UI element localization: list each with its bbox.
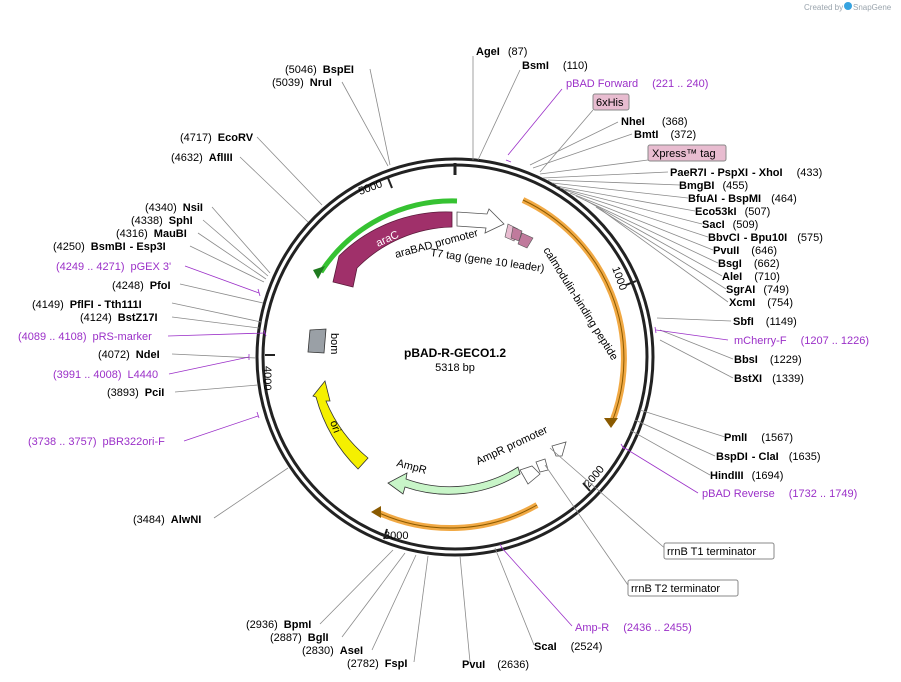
primer-ampr: Amp-R(2436 .. 2455)	[575, 622, 692, 634]
orange-arrow-right-head	[604, 418, 618, 428]
tick-1000	[625, 280, 637, 286]
ori-label: ori	[327, 419, 342, 435]
site-bbvci: BbvCI- Bpu10I(575)	[708, 232, 823, 244]
primer-pbadrev: pBAD Reverse(1732 .. 1749)	[702, 488, 857, 500]
site-bbsi: BbsI(1229)	[734, 354, 802, 366]
ampr-feature	[387, 466, 521, 495]
t7-tag-label: T7 tag (gene 10 leader)	[430, 247, 546, 275]
rrnb-t2-label: rrnB T2 terminator	[631, 583, 720, 595]
site-pcii: (3893)PciI	[107, 387, 164, 399]
site-asei: (2830)AseI	[302, 645, 363, 657]
credit-text: Created by	[804, 3, 843, 12]
site-pvuii: PvuII(646)	[713, 245, 777, 257]
tick-5000	[387, 177, 393, 189]
ruler-3000: 3000	[384, 530, 408, 542]
orange-arrow-bottom-head	[371, 506, 381, 518]
site-ndei: (4072)NdeI	[98, 349, 160, 361]
primer-mark-pbadrev	[620, 443, 625, 450]
arac-feature	[332, 211, 453, 288]
site-nsii: (4340)NsiI	[145, 202, 203, 214]
snapgene-logo-icon	[844, 2, 852, 10]
site-xcmi: XcmI(754)	[729, 297, 793, 309]
site-bsgi: BsgI(662)	[718, 258, 780, 270]
site-bsmi: BsmI(110)	[522, 60, 588, 72]
plasmid-size: 5318 bp	[435, 362, 475, 374]
credit-brand: SnapGene	[853, 3, 892, 12]
site-agei: AgeI(87)	[476, 46, 527, 58]
ampr-label: AmpR	[395, 457, 428, 477]
calmodulin-label: calmodulin-binding peptide	[540, 245, 620, 362]
primer-pbr322: (3738 .. 3757)pBR322ori-F	[28, 436, 165, 448]
primer-pbadfwd: pBAD Forward(221 .. 240)	[566, 78, 708, 90]
primer-mark-pbr322	[256, 411, 260, 419]
site-eco53ki: Eco53kI(507)	[695, 206, 770, 218]
his-box	[592, 93, 630, 111]
site-saci: SacI(509)	[702, 219, 758, 231]
plasmid-name: pBAD-R-GECO1.2	[404, 346, 506, 360]
site-bspei: (5046)BspEI	[285, 64, 354, 76]
site-hindiii: HindIII(1694)	[710, 470, 783, 482]
site-bgli: (2887)BglI	[270, 632, 329, 644]
site-alei: AleI(710)	[722, 271, 780, 283]
site-sphi: (4338)SphI	[131, 215, 193, 227]
site-afliii: (4632)AflIII	[171, 152, 233, 164]
site-nrui: (5039)NruI	[272, 77, 332, 89]
tick-3000	[383, 528, 388, 540]
site-paer7i: PaeR7I- PspXI- XhoI(433)	[670, 167, 822, 179]
primer-prs: (4089 .. 4108)pRS-marker	[18, 331, 152, 343]
bom-label: bom	[328, 333, 340, 354]
site-nhei: NheI(368)	[621, 116, 688, 128]
ruler-4000: 4000	[261, 366, 273, 390]
tick-2000	[582, 482, 591, 492]
his-label: 6xHis	[596, 97, 624, 109]
site-bmgbi: BmgBI(455)	[679, 180, 748, 192]
site-bstxi: BstXI(1339)	[734, 373, 804, 385]
ori-feature	[312, 380, 369, 470]
green-arc	[318, 198, 458, 274]
site-pmli: PmlI(1567)	[724, 432, 793, 444]
site-maubi: (4316)MauBI	[116, 228, 187, 240]
site-pfoi: (4248)PfoI	[112, 280, 171, 292]
rrnb-t1-label: rrnB T1 terminator	[667, 546, 756, 558]
xpress-tag-feature	[517, 232, 534, 249]
rrnb-t2-box	[627, 579, 739, 597]
orange-arc-right-core	[522, 199, 625, 423]
primer-mark-pgex	[257, 288, 261, 297]
primer-l4440: (3991 .. 4008)L4440	[53, 369, 158, 381]
xpress-label: Xpress™ tag	[652, 148, 716, 160]
primer-leader-lines	[167, 88, 729, 627]
site-sbfi: SbfI(1149)	[733, 316, 797, 328]
site-pflfi: (4149)PflFI- Tth111I	[32, 299, 142, 311]
site-fspi: (2782)FspI	[347, 658, 407, 670]
rrnb-t1-box	[663, 542, 775, 560]
site-ecorv: (4717)EcoRV	[180, 132, 254, 144]
site-bmti: BmtI(372)	[634, 129, 696, 141]
site-scai: ScaI(2524)	[534, 641, 602, 653]
orange-arc-bottom-core	[376, 504, 538, 529]
primer-mark-mcherry	[654, 326, 657, 334]
site-bpmi: (2936)BpmI	[246, 619, 311, 631]
leader-lines	[171, 56, 734, 663]
site-sgrai: SgrAI(749)	[726, 284, 789, 296]
rrnb-t2-feature	[535, 458, 549, 473]
primer-mark-pbadfwd	[505, 159, 512, 163]
arabad-promoter-feature	[456, 208, 505, 234]
site-bstz17i: (4124)BstZ17I	[80, 312, 158, 324]
site-bspdi: BspDI- ClaI(1635)	[716, 451, 821, 463]
site-alwni: (3484)AlwNI	[133, 514, 201, 526]
bom-feature	[307, 328, 327, 354]
site-bfuai: BfuAI- BspMI(464)	[688, 193, 797, 205]
site-pvui: PvuI(2636)	[462, 659, 529, 671]
primer-mcherry: mCherry-F(1207 .. 1226)	[734, 335, 869, 347]
rrnb-t1-feature	[551, 441, 567, 457]
primer-pgex: (4249 .. 4271)pGEX 3'	[56, 261, 171, 273]
ampr-promoter-feature	[519, 465, 541, 485]
site-bsmbi: (4250)BsmBI- Esp3I	[53, 241, 166, 253]
green-arc-head	[313, 266, 325, 279]
xpress-box	[647, 144, 727, 162]
backbone-outer	[255, 157, 655, 557]
